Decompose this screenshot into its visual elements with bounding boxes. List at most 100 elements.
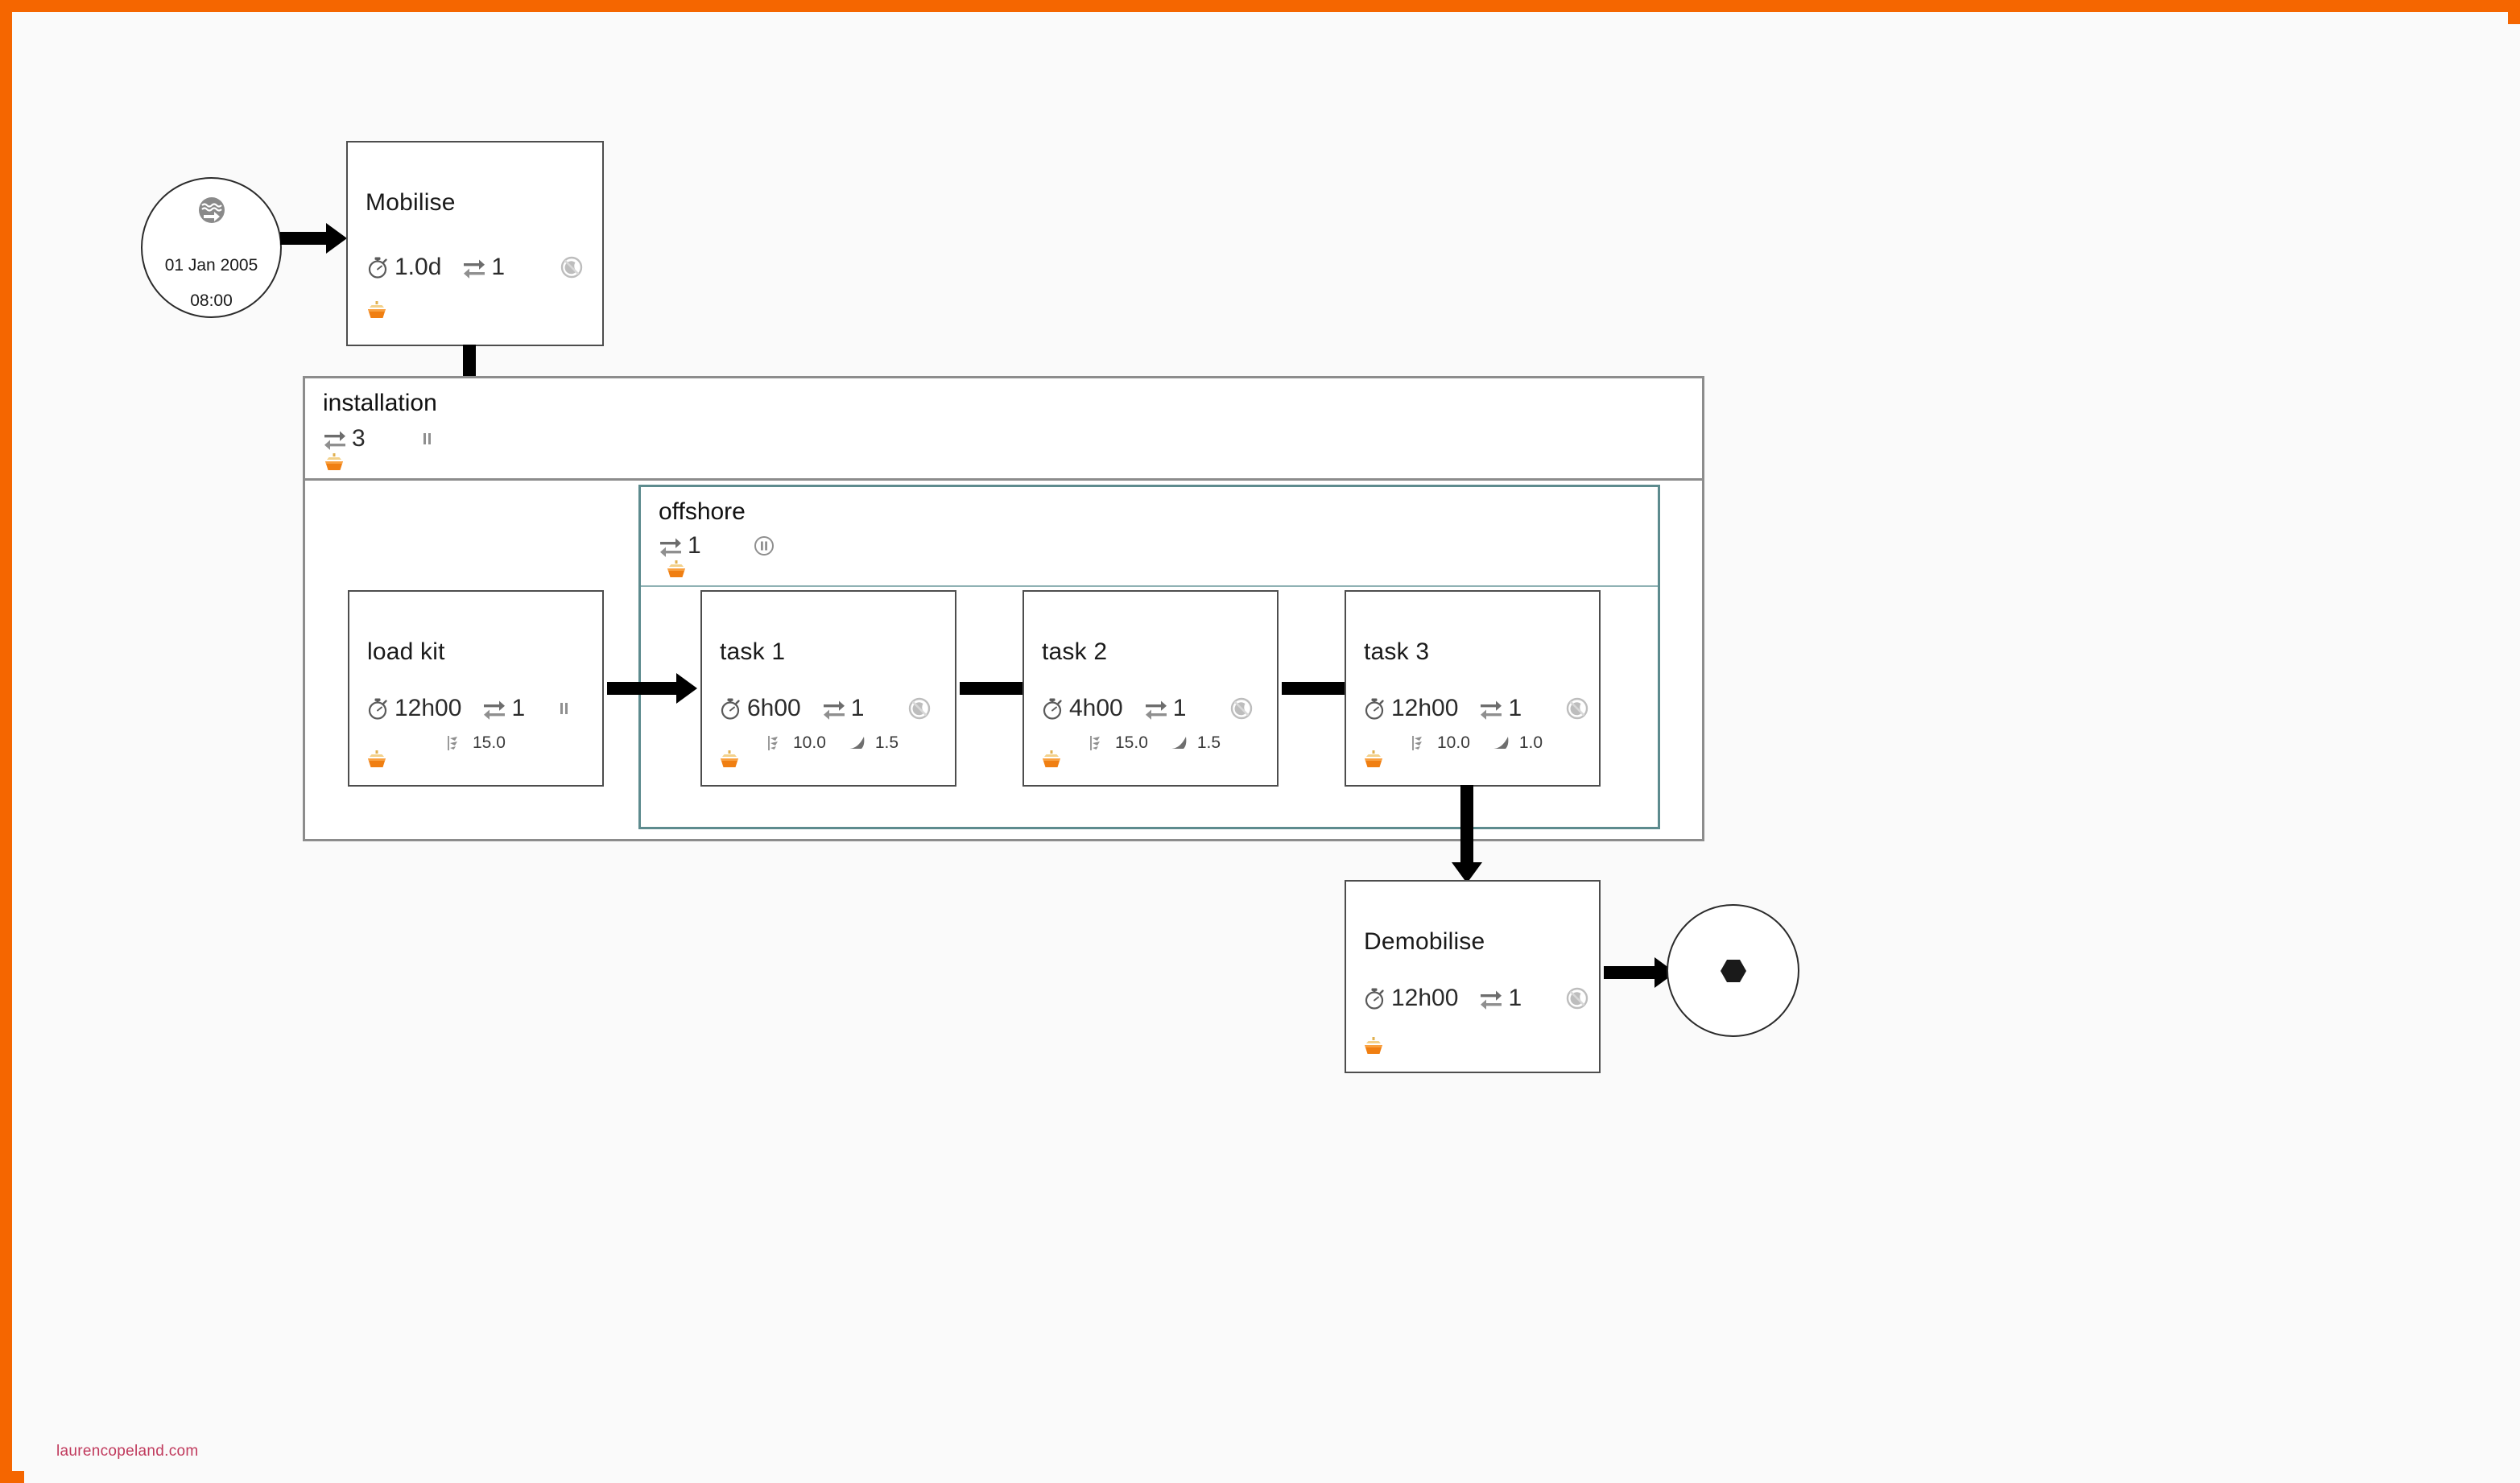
wind-value: 10.0 [1437, 733, 1470, 752]
pause-attr [557, 700, 570, 717]
wind-icon [766, 734, 787, 752]
vessel-icon [1362, 1036, 1385, 1057]
node-attributes: 12h00 1 [366, 695, 591, 722]
arrowhead-task3-to-demobilise [1452, 862, 1482, 883]
arrowhead-loadkit-to-task1 [676, 673, 697, 704]
repeat-attr: 1 [659, 532, 701, 560]
duration-value: 12h00 [1391, 695, 1459, 721]
node-attributes: 4h00 1 [1040, 695, 1274, 722]
duration-attr: 12h00 [366, 695, 461, 722]
repeat-icon [1144, 698, 1168, 720]
group-attributes: 3 [323, 425, 454, 452]
group-installation-header: installation 3 [305, 378, 1702, 481]
node-mobilise[interactable]: Mobilise 1.0d [346, 141, 604, 346]
wind-attr: 10.0 [1411, 733, 1470, 753]
repeat-icon [1479, 988, 1503, 1010]
vessel-icon [323, 452, 345, 473]
stopwatch-icon [718, 696, 742, 721]
repeat-attr: 1 [1479, 985, 1522, 1012]
wind-value: 15.0 [473, 733, 506, 752]
duration-value: 12h00 [1391, 985, 1459, 1011]
end-node[interactable] [1667, 904, 1799, 1037]
repeat-attr: 1 [462, 254, 505, 281]
wind-icon [1411, 734, 1431, 752]
repeat-icon [462, 257, 486, 279]
edge-demobilise-to-end [1604, 966, 1659, 979]
no-night-attr [1229, 696, 1254, 721]
wind-attr: 15.0 [446, 733, 506, 753]
vessel-icon [1040, 750, 1063, 770]
repeat-icon [822, 698, 846, 720]
no-night-attr [1565, 986, 1589, 1010]
edge-task3-to-demobilise [1460, 785, 1473, 867]
pause-circle-icon [753, 535, 775, 557]
pause-icon [557, 700, 570, 717]
repeat-attr: 1 [1144, 695, 1187, 722]
stopwatch-icon [366, 696, 390, 721]
duration-value: 12h00 [395, 695, 462, 721]
repeat-value: 1 [1508, 985, 1522, 1011]
no-night-attr [560, 255, 584, 279]
edge-loadkit-to-task1 [607, 682, 680, 695]
node-limits: 10.0 1.0 [1411, 733, 1564, 753]
node-attributes: 12h00 1 [1362, 985, 1610, 1012]
repeat-value: 1 [850, 695, 865, 721]
node-task-1[interactable]: task 1 6h00 [700, 590, 956, 787]
start-time: 08:00 [190, 291, 233, 310]
group-title: installation [323, 390, 437, 416]
no-night-attr [907, 696, 932, 721]
watermark: laurencopeland.com [56, 1443, 199, 1460]
wave-value: 1.0 [1518, 733, 1543, 752]
edge-task2-to-task3 [1282, 682, 1354, 695]
wave-icon [1169, 735, 1192, 751]
duration-value: 6h00 [747, 695, 801, 721]
wave-attr: 1.5 [847, 733, 899, 753]
arrowhead-start-to-mobilise [326, 223, 347, 254]
no-night-work-icon [907, 696, 932, 721]
duration-attr: 4h00 [1040, 695, 1123, 722]
repeat-value: 3 [352, 425, 366, 452]
repeat-value: 1 [511, 695, 526, 721]
vessel-icon [718, 750, 741, 770]
repeat-icon [482, 698, 506, 720]
node-attributes: 6h00 1 [718, 695, 952, 722]
vessel-icon [1362, 750, 1385, 770]
duration-value: 1.0d [395, 254, 442, 280]
node-title: task 1 [720, 638, 786, 665]
stopwatch-icon [1040, 696, 1064, 721]
wave-attr: 1.0 [1491, 733, 1543, 753]
wind-value: 10.0 [793, 733, 826, 752]
node-title: Demobilise [1364, 928, 1485, 955]
repeat-attr: 3 [323, 425, 366, 452]
wind-value: 15.0 [1115, 733, 1148, 752]
node-task-3[interactable]: task 3 12h00 [1345, 590, 1601, 787]
node-limits: 10.0 1.5 [766, 733, 919, 753]
hexagon-terminator-icon [1720, 958, 1747, 984]
vessel-waves-arrow-icon [198, 196, 225, 224]
diagram-canvas: 01 Jan 2005 08:00 Mobilise [24, 24, 2520, 1483]
node-task-2[interactable]: task 2 4h00 [1022, 590, 1279, 787]
wave-icon [847, 735, 870, 751]
node-demobilise[interactable]: Demobilise 12h00 [1345, 880, 1601, 1073]
pause-circle-attr [753, 535, 775, 557]
group-title: offshore [659, 498, 746, 525]
start-node[interactable]: 01 Jan 2005 08:00 [141, 177, 282, 318]
wind-icon [446, 734, 467, 752]
repeat-icon [1479, 698, 1503, 720]
edge-task1-to-task2 [960, 682, 1032, 695]
stopwatch-icon [1362, 696, 1386, 721]
no-night-work-icon [1565, 696, 1589, 721]
repeat-value: 1 [1508, 695, 1522, 721]
wind-attr: 10.0 [766, 733, 826, 753]
wave-value: 1.5 [874, 733, 899, 752]
vessel-icon [665, 560, 688, 580]
repeat-attr: 1 [482, 695, 525, 722]
repeat-attr: 1 [822, 695, 865, 722]
start-date: 01 Jan 2005 [164, 256, 258, 275]
node-load-kit[interactable]: load kit 12h00 [348, 590, 604, 787]
duration-value: 4h00 [1069, 695, 1123, 721]
repeat-value: 1 [1172, 695, 1187, 721]
duration-attr: 12h00 [1362, 985, 1458, 1012]
repeat-icon [323, 428, 347, 450]
